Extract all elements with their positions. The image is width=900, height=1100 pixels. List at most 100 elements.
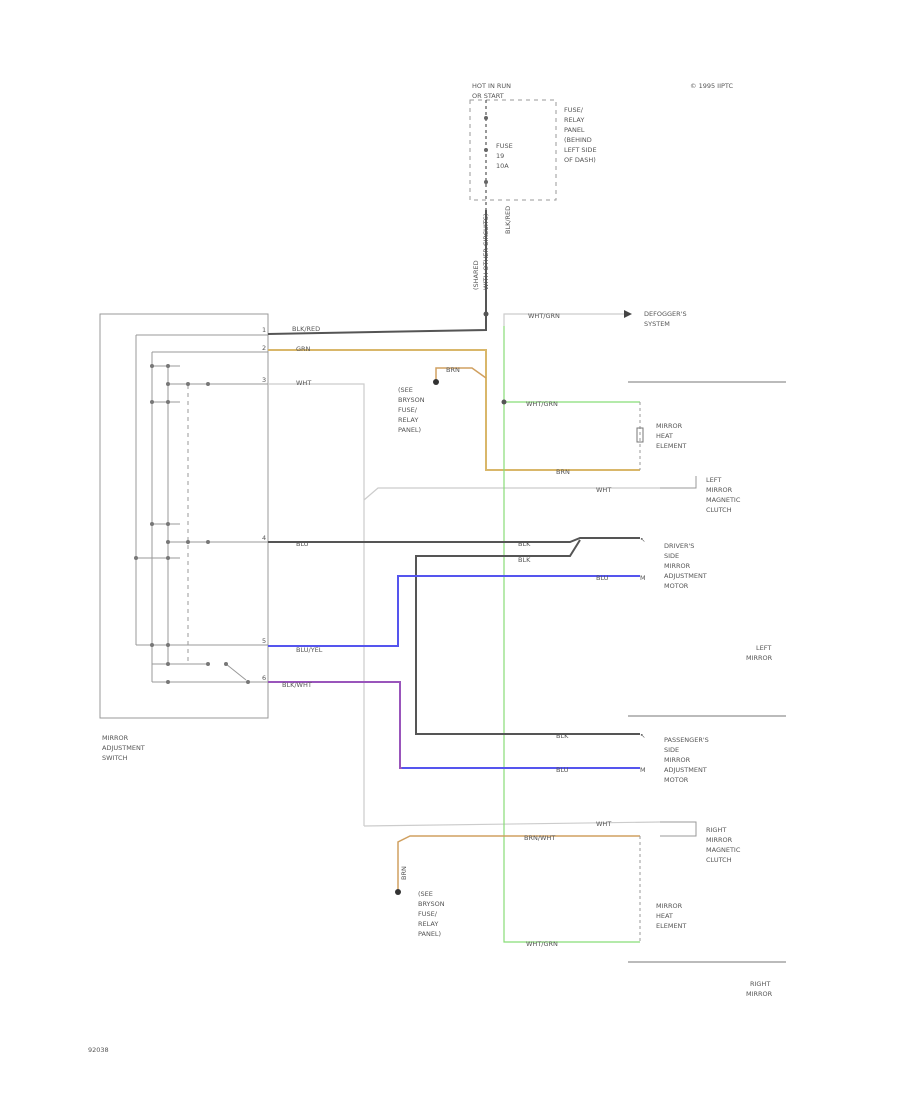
fuse-vertical-label-1: (SHARED xyxy=(472,260,480,290)
splice-node xyxy=(483,311,489,317)
right-clutch-label-1: RIGHT xyxy=(706,826,726,834)
wire-brn-ground-1 xyxy=(435,367,487,382)
ground2-label-3: FUSE/ xyxy=(418,910,438,918)
right-motor-bottom-wire: BLU xyxy=(556,766,569,774)
right-motor-label-5: MOTOR xyxy=(664,776,689,784)
left-heat-label-1: MIRROR xyxy=(656,422,683,430)
wire-blk-red xyxy=(267,210,487,335)
ground1-label-5: PANEL) xyxy=(398,426,421,434)
left-mirror-label-2: MIRROR xyxy=(746,654,773,662)
switch-pin-3: 3 xyxy=(262,376,266,384)
left-heat-top-wire: WHT/GRN xyxy=(526,400,558,408)
fuse-label-3: 10A xyxy=(496,162,509,170)
fuse-location-2: RELAY xyxy=(564,116,584,124)
left-clutch-wire: WHT xyxy=(596,486,611,494)
left-motor-terminal-1: ↖ xyxy=(640,536,645,544)
left-motor-label-4: ADJUSTMENT xyxy=(664,572,707,580)
right-motor-label-1: PASSENGER'S xyxy=(664,736,709,744)
left-clutch-label-3: MAGNETIC xyxy=(706,496,741,504)
wire-wht-left-clutch xyxy=(363,487,660,501)
switch-nodes xyxy=(134,364,250,684)
switch-label-3: SWITCH xyxy=(102,754,128,762)
wire-grn xyxy=(268,349,640,471)
right-heat-bottom-wire: WHT/GRN xyxy=(526,940,558,948)
splice-node xyxy=(501,399,507,405)
fuse-location-4: (BEHIND xyxy=(564,136,592,144)
ground2-label-4: RELAY xyxy=(418,920,438,928)
left-motor-terminal-2: M xyxy=(640,574,646,582)
switch-pin-6: 6 xyxy=(262,674,266,682)
switch-wire-2: GRN xyxy=(296,345,311,353)
right-clutch-label-3: MAGNETIC xyxy=(706,846,741,854)
ground2-label-1: (SEE xyxy=(418,890,433,898)
switch-box xyxy=(99,313,269,719)
ground2-wire: BRN xyxy=(400,866,408,880)
left-motor-label-1: DRIVER'S xyxy=(664,542,694,550)
switch-wire-4: BLU xyxy=(296,540,309,548)
fuse-nodes xyxy=(484,116,488,184)
fuse-panel-box xyxy=(469,99,557,201)
wire-brn-ground-2 xyxy=(397,835,640,892)
right-motor-terminal-1: ↖ xyxy=(640,732,645,740)
hot-label-2: OR START xyxy=(472,92,504,100)
right-clutch-wire: WHT xyxy=(596,820,611,828)
right-heat-label-2: HEAT xyxy=(656,912,673,920)
wire-blk-wht xyxy=(268,681,640,769)
ground-node-2 xyxy=(395,889,401,895)
fuse-location-1: FUSE/ xyxy=(564,106,584,114)
wire-blk-common xyxy=(415,539,640,735)
wire-wht-right-clutch xyxy=(363,821,661,827)
defogger-label-2: SYSTEM xyxy=(644,320,670,328)
right-heat-label-1: MIRROR xyxy=(656,902,683,910)
left-clutch-label-2: MIRROR xyxy=(706,486,733,494)
switch-pin-5: 5 xyxy=(262,637,266,645)
right-motor-label-2: SIDE xyxy=(664,746,679,754)
left-motor-label-2: SIDE xyxy=(664,552,679,560)
wire-blu-yel xyxy=(268,575,640,647)
left-mirror-label-1: LEFT xyxy=(756,644,771,652)
left-motor-top-wire: BLK xyxy=(518,540,531,548)
ground2-label-5: PANEL) xyxy=(418,930,441,938)
fuse-label-1: FUSE xyxy=(496,142,513,150)
switch-contact xyxy=(225,663,247,681)
left-clutch-label-4: CLUTCH xyxy=(706,506,732,514)
switch-label-2: ADJUSTMENT xyxy=(102,744,145,752)
ground1-label-2: BRYSON xyxy=(398,396,425,404)
defogger-label-1: DEFOGGER'S xyxy=(644,310,687,318)
wire-defogger xyxy=(503,313,624,326)
left-motor-label-5: MOTOR xyxy=(664,582,689,590)
left-motor-bottom-wire: BLU xyxy=(596,574,609,582)
fuse-wire-label: BLK/RED xyxy=(504,206,512,234)
right-motor-label-3: MIRROR xyxy=(664,756,691,764)
left-heat-label-3: ELEMENT xyxy=(656,442,686,450)
fuse-location-5: LEFT SIDE xyxy=(564,146,597,154)
ground1-label-4: RELAY xyxy=(398,416,418,424)
switch-pin-4: 4 xyxy=(262,534,266,542)
right-mirror-label-1: RIGHT xyxy=(750,980,770,988)
left-heat-bottom-wire: BRN xyxy=(556,468,570,476)
right-clutch-label-4: CLUTCH xyxy=(706,856,732,864)
ground-node-1 xyxy=(433,379,439,385)
right-clutch-label-2: MIRROR xyxy=(706,836,733,844)
right-motor-label-4: ADJUSTMENT xyxy=(664,766,707,774)
defogger-arrow xyxy=(624,310,632,318)
left-motor-mid-wire: BLK xyxy=(518,556,531,564)
switch-pin-2: 2 xyxy=(262,344,266,352)
right-heat-label-3: ELEMENT xyxy=(656,922,686,930)
ground1-label-1: (SEE xyxy=(398,386,413,394)
switch-wire-5: BLU/YEL xyxy=(296,646,323,654)
left-clutch-label-1: LEFT xyxy=(706,476,721,484)
right-motor-top-wire: BLK xyxy=(556,732,569,740)
switch-pin-1: 1 xyxy=(262,326,266,334)
switch-wire-1: BLK/RED xyxy=(292,325,320,333)
wire-wht xyxy=(268,383,365,826)
left-motor-label-3: MIRROR xyxy=(664,562,691,570)
left-clutch-coil xyxy=(660,476,697,489)
ground1-wire: BRN xyxy=(446,366,460,374)
hot-label-1: HOT IN RUN xyxy=(472,82,511,90)
right-motor-terminal-2: M xyxy=(640,766,646,774)
switch-wire-3: WHT xyxy=(296,379,311,387)
fuse-location-6: OF DASH) xyxy=(564,156,596,164)
